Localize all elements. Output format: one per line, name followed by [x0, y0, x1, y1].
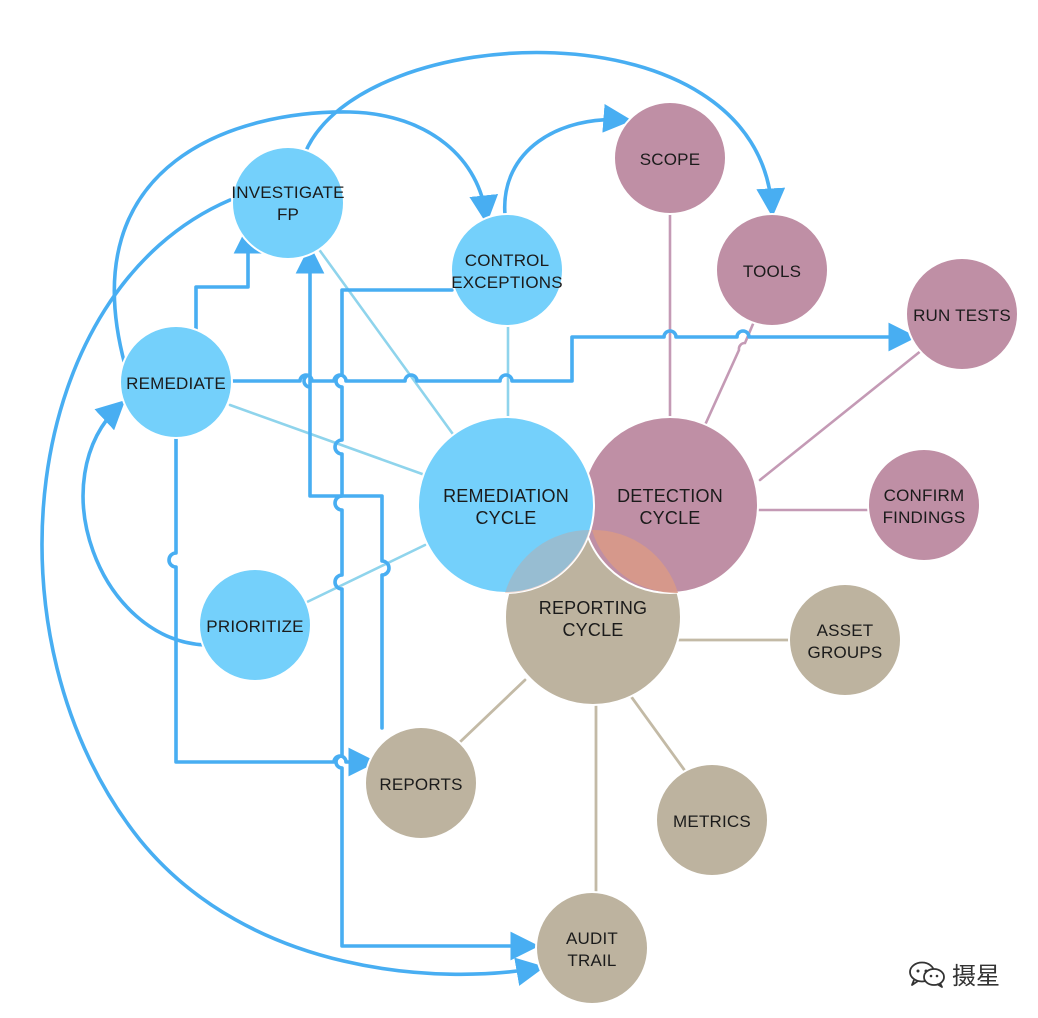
svg-text:PRIORITIZE: PRIORITIZE [206, 617, 303, 636]
node-label: REMEDIATE [126, 374, 226, 393]
node-label: RUN TESTS [913, 306, 1011, 325]
arrow-control-scope [503, 103, 633, 217]
svg-text:AUDIT: AUDIT [566, 929, 618, 948]
svg-text:EXCEPTIONS: EXCEPTIONS [451, 273, 563, 292]
svg-text:CYCLE: CYCLE [475, 508, 536, 528]
node-label: CYCLE [475, 508, 536, 528]
node-label: TRAIL [567, 951, 616, 970]
node-metrics[interactable]: METRICS [655, 763, 769, 877]
node-label: ASSET [817, 621, 874, 640]
arrow-reports-investigate [295, 244, 391, 730]
node-label: TOOLS [743, 262, 801, 281]
svg-text:RUN TESTS: RUN TESTS [913, 306, 1011, 325]
edge-remediation-remediate [228, 403, 427, 477]
edge-reporting-metrics [628, 693, 690, 777]
svg-text:REMEDIATE: REMEDIATE [126, 374, 226, 393]
node-tools[interactable]: TOOLS [715, 213, 829, 327]
node-label: METRICS [673, 812, 751, 831]
node-label: EXCEPTIONS [451, 273, 563, 292]
arrow-remediate-investigate [194, 224, 263, 332]
svg-text:TOOLS: TOOLS [743, 262, 801, 281]
svg-text:INVESTIGATE: INVESTIGATE [231, 183, 344, 202]
node-label: CYCLE [562, 620, 623, 640]
svg-text:ASSET: ASSET [817, 621, 874, 640]
node-label: GROUPS [808, 643, 883, 662]
nodes: REPORTING CYCLE DETECTION CYCLE REMEDIAT… [119, 101, 1019, 1005]
watermark-text: 摄星 [952, 956, 1000, 991]
node-label: REPORTS [379, 775, 462, 794]
node-audit-trail[interactable]: AUDIT TRAIL [535, 891, 649, 1005]
node-prioritize[interactable]: PRIORITIZE [198, 568, 312, 682]
svg-text:CYCLE: CYCLE [639, 508, 700, 528]
edge-reporting-reports [458, 678, 527, 744]
node-label: REPORTING [539, 598, 647, 618]
edge-detection-tools [703, 322, 755, 427]
wechat-icon [909, 961, 945, 988]
arrow-prioritize-remediate [81, 400, 207, 647]
node-remediate[interactable]: REMEDIATE [119, 325, 233, 439]
svg-text:GROUPS: GROUPS [808, 643, 883, 662]
node-label: REMEDIATION [443, 486, 569, 506]
arrow-remediate-control [112, 110, 499, 367]
edges [40, 50, 924, 986]
arrow-control-audit-trail [333, 288, 540, 961]
node-label: PRIORITIZE [206, 617, 303, 636]
watermark: 摄星 [908, 956, 1000, 991]
arrow-investigate-audit-trail [40, 198, 546, 986]
node-label: INVESTIGATE [231, 183, 344, 202]
overlap-remediation-reporting [505, 529, 590, 594]
node-label: CONFIRM [884, 486, 965, 505]
edge-remediation-investigate [316, 246, 457, 439]
arrow-remediate-run-tests [228, 322, 918, 383]
node-label: FINDINGS [883, 508, 966, 527]
svg-text:FINDINGS: FINDINGS [883, 508, 966, 527]
svg-text:REPORTING: REPORTING [539, 598, 647, 618]
node-investigate-fp[interactable]: INVESTIGATE FP [231, 146, 345, 260]
svg-text:DETECTION: DETECTION [617, 486, 723, 506]
node-label: CYCLE [639, 508, 700, 528]
overlap-detection-reporting [592, 529, 678, 594]
node-asset-groups[interactable]: ASSET GROUPS [788, 583, 902, 697]
node-remediation-cycle[interactable]: REMEDIATION CYCLE [417, 416, 595, 594]
node-reports[interactable]: REPORTS [364, 726, 478, 840]
svg-text:FP: FP [277, 205, 299, 224]
node-label: FP [277, 205, 299, 224]
svg-text:TRAIL: TRAIL [567, 951, 616, 970]
svg-text:SCOPE: SCOPE [640, 150, 701, 169]
node-label: AUDIT [566, 929, 618, 948]
arrow-remediate-reports [167, 435, 378, 777]
node-scope[interactable]: SCOPE [613, 101, 727, 215]
arrow-investigate-tools [303, 50, 786, 218]
svg-text:CONTROL: CONTROL [465, 251, 550, 270]
edge-detection-run-tests [758, 348, 924, 482]
edge-remediation-prioritize [303, 543, 427, 605]
node-label: CONTROL [465, 251, 550, 270]
node-label: SCOPE [640, 150, 701, 169]
node-run-tests[interactable]: RUN TESTS [905, 257, 1019, 371]
node-control-exceptions[interactable]: CONTROL EXCEPTIONS [450, 213, 564, 327]
svg-text:CYCLE: CYCLE [562, 620, 623, 640]
node-confirm-findings[interactable]: CONFIRM FINDINGS [867, 448, 981, 562]
svg-text:REMEDIATION: REMEDIATION [443, 486, 569, 506]
svg-text:REPORTS: REPORTS [379, 775, 462, 794]
node-label: DETECTION [617, 486, 723, 506]
node-detection-cycle[interactable]: DETECTION CYCLE [581, 416, 759, 594]
svg-text:METRICS: METRICS [673, 812, 751, 831]
svg-text:CONFIRM: CONFIRM [884, 486, 965, 505]
